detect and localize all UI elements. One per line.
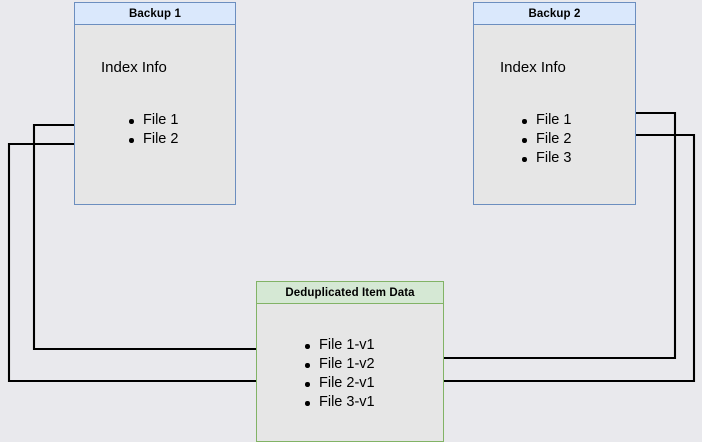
list-item: File 2 [520, 130, 571, 149]
node-backup-2-title: Backup 2 [474, 3, 635, 25]
list-item: File 3 [520, 149, 571, 168]
dedup-item-list: File 1-v1 File 1-v2 File 2-v1 File 3-v1 [303, 336, 375, 412]
node-deduplicated-item-data[interactable]: Deduplicated Item Data File 1-v1 File 1-… [256, 281, 444, 442]
backup-1-index-info-label: Index Info [101, 59, 167, 76]
list-item: File 1 [127, 111, 178, 130]
node-backup-2[interactable]: Backup 2 Index Info File 1 File 2 File 3 [473, 2, 636, 205]
list-item: File 1 [520, 111, 571, 130]
list-item: File 2 [127, 130, 178, 149]
node-backup-1[interactable]: Backup 1 Index Info File 1 File 2 [74, 2, 236, 205]
backup-2-file-list: File 1 File 2 File 3 [520, 111, 571, 168]
backup-1-file-list: File 1 File 2 [127, 111, 178, 149]
list-item: File 2-v1 [303, 374, 375, 393]
node-deduplicated-item-data-title: Deduplicated Item Data [257, 282, 443, 304]
node-backup-2-body: Index Info File 1 File 2 File 3 [474, 25, 635, 204]
list-item: File 1-v1 [303, 336, 375, 355]
node-backup-1-body: Index Info File 1 File 2 [75, 25, 235, 204]
list-item: File 1-v2 [303, 355, 375, 374]
node-backup-1-title: Backup 1 [75, 3, 235, 25]
backup-2-index-info-label: Index Info [500, 59, 566, 76]
list-item: File 3-v1 [303, 393, 375, 412]
node-deduplicated-item-data-body: File 1-v1 File 1-v2 File 2-v1 File 3-v1 [257, 304, 443, 441]
